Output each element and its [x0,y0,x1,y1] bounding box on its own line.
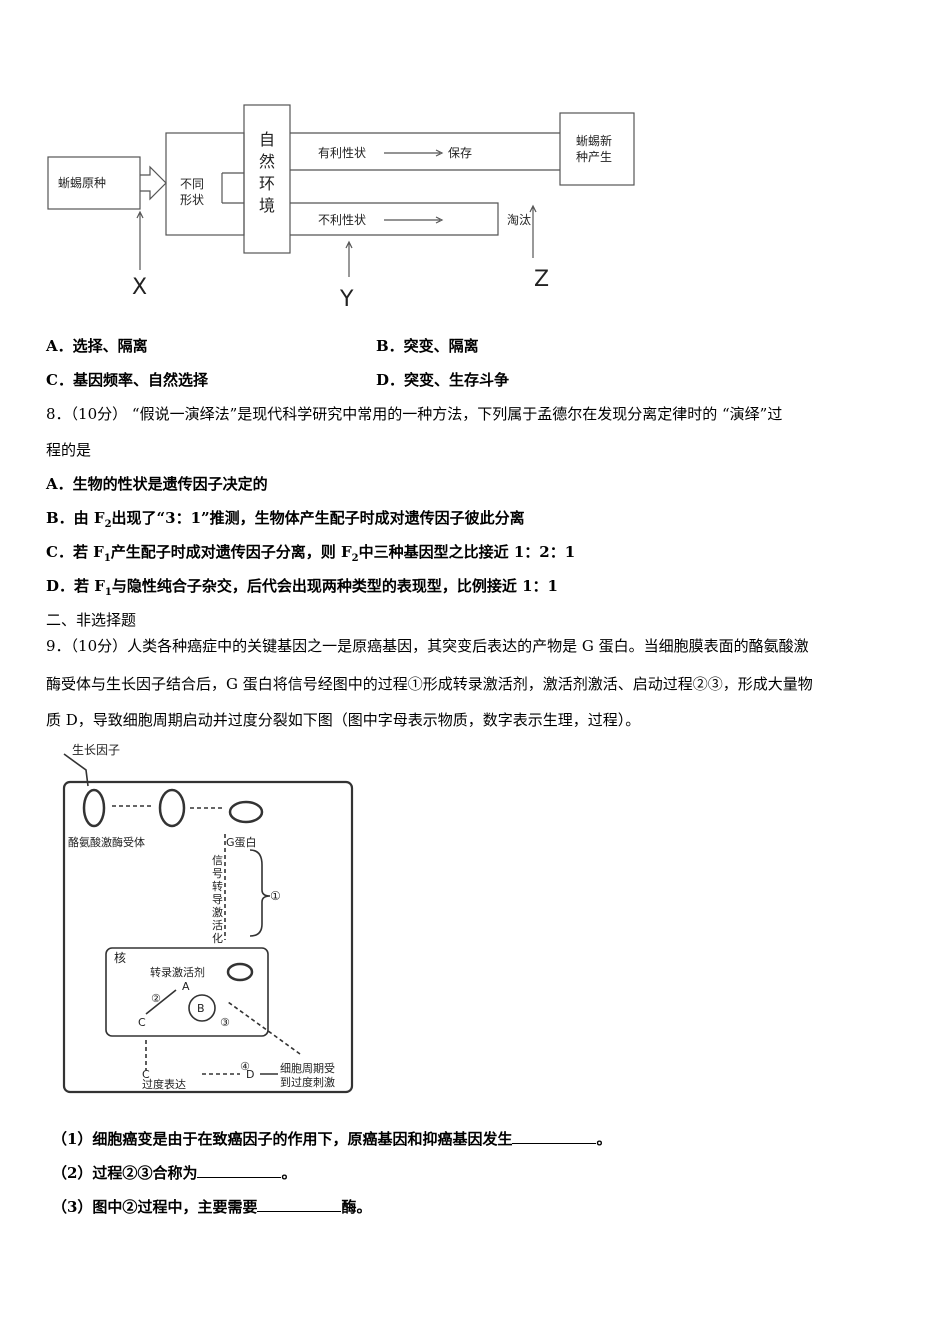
q9-stem-line3: 质 D，导致细胞周期启动并过度分裂如下图（图中字母表示物质，数字表示生理，过程）… [46,711,641,729]
signal-char-2: 号 [212,867,223,880]
nucleus-boundary [105,947,269,1037]
eliminate-label: 淘汰 [507,213,531,227]
q8-stem-line2: 程的是 [46,441,92,459]
variation-label-1: 不同 [180,177,204,191]
new-species-label-1: 蜥蜴新 [576,133,612,148]
q7-option-d: D．突变、生存斗争 [376,371,510,389]
marker-y: Y [339,287,354,312]
label-c-outer: C [142,1068,150,1081]
q8-c-sub1: 1 [103,553,111,564]
q9-sub3: （3）图中②过程中，主要需要 酶。 [52,1196,371,1217]
answer-blank-1[interactable] [512,1128,597,1144]
answer-blank-3[interactable] [257,1196,342,1212]
q8-d-sub: 1 [104,587,112,598]
q9-stem-line1: 9．（10分）人类各种癌症中的关键基因之一是原癌基因，其突变后表达的产物是 G … [46,637,809,655]
q7-option-b: B．突变、隔离 [376,337,479,355]
q8-c-text3: 中三种基因型之比接近 1：2：1 [358,543,576,561]
q8-option-d: D．若 F1与隐性纯合子杂交，后代会出现两种类型的表现型，比例接近 1：1 [46,576,558,603]
q8-option-c: C．若 F1产生配子时成对遗传因子分离，则 F2中三种基因型之比接近 1：2：1 [46,542,575,569]
process-3-label: ③ [220,1016,230,1029]
marker-z: Z [534,267,549,292]
label-a: A [182,980,190,993]
receptor-active-shape [158,788,186,828]
env-char-1: 自 [259,130,275,149]
activator-shape [226,962,254,982]
q9-sub2-text: （2）过程②③合称为 [52,1164,198,1182]
q7-option-a: A．选择、隔离 [46,337,148,355]
hollow-arrow [140,165,167,201]
variation-label-2: 形状 [180,193,204,207]
variation-box [165,132,245,236]
q8-option-b: B．由 F2出现了“3：1”推测，生物体产生配子时成对遗传因子彼此分离 [46,508,525,535]
q9-sub1-end: 。 [596,1130,612,1148]
activator-label: 转录激活剂 [150,965,205,979]
signal-char-7: 化 [212,931,223,945]
keep-label: 保存 [448,146,472,160]
q8-b-text2: 出现了“3：1”推测，生物体产生配子时成对遗传因子彼此分离 [111,509,525,527]
receptor-shape [82,788,106,828]
nucleus-label: 核 [114,951,126,965]
q9-sub3-text: （3）图中②过程中，主要需要 [52,1198,258,1216]
source-label: 蜥蜴原种 [58,175,106,190]
env-char-2: 然 [259,152,275,171]
receptor-label: 酪氨酸激酶受体 [68,835,145,849]
q8-b-text: B．由 F [46,509,105,527]
signal-char-3: 转 [212,879,223,893]
source-box [47,156,141,210]
q9-sub1: （1）细胞癌变是由于在致癌因子的作用下，原癌基因和抑癌基因发生 。 [52,1128,611,1149]
environment-box [243,104,291,254]
result-label-2: 到过度刺激 [280,1075,335,1089]
q8-d-text: D．若 F [46,577,105,595]
q9-sub3-end: 酶。 [341,1198,372,1216]
g-protein-label: G蛋白 [226,835,257,849]
evolution-flow-diagram: 蜥蜴原种 不同 形状 自 然 环 境 有利性状 保存 不利性状 淘汰 蜥蜴新 种… [47,104,635,312]
process-2-label: ② [151,992,161,1005]
new-species-box [559,112,635,186]
cell-signal-diagram: 生长因子 酪氨酸激酶受体 G蛋白 信 号 转 导 激 活 化 ① 核 转录激活剂… [62,743,354,1094]
q9-sub1-text: （1）细胞癌变是由于在致癌因子的作用下，原癌基因和抑癌基因发生 [52,1130,513,1148]
section-heading: 二、非选择题 [46,611,137,629]
unfavorable-label: 不利性状 [318,213,366,227]
q7-option-c: C．基因频率、自然选择 [46,371,208,389]
q8-b-sub: 2 [104,519,112,530]
new-species-label-2: 种产生 [576,150,612,164]
q8-option-a: A．生物的性状是遗传因子决定的 [46,475,268,493]
cell-membrane [62,780,354,1094]
signal-char-4: 导 [212,893,223,906]
signal-char-1: 信 [212,854,223,867]
signal-char-5: 激 [212,905,223,919]
q9-stem-line2: 酶受体与生长因子结合后，G 蛋白将信号经图中的过程①形成转录激活剂，激活剂激活、… [46,675,813,693]
q8-stem-line1: 8．（10分） “假说一演绎法”是现代科学研究中常用的一种方法，下列属于孟德尔在… [46,405,783,423]
growth-factor-label: 生长因子 [72,743,120,757]
env-char-3: 环 [259,174,275,193]
q9-sub2: （2）过程②③合称为 。 [52,1162,296,1183]
label-c-inner: C [138,1016,146,1029]
marker-x: X [132,275,147,300]
g-protein-shape [228,800,264,824]
q8-d-text2: 与隐性纯合子杂交，后代会出现两种类型的表现型，比例接近 1：1 [111,577,558,595]
answer-blank-2[interactable] [197,1162,282,1178]
signal-char-6: 活 [212,919,223,932]
over-expression-label: 过度表达 [142,1077,186,1091]
process-1-label: ① [270,889,281,903]
q8-c-text: C．若 F [46,543,104,561]
label-b: B [197,1002,205,1015]
label-d: D [246,1068,254,1081]
process-4-label: ④ [240,1060,250,1073]
favorable-label: 有利性状 [318,146,366,160]
result-label-1: 细胞周期受 [280,1062,335,1075]
q9-sub2-end: 。 [281,1164,297,1182]
env-char-4: 境 [259,196,275,215]
q8-c-sub2: 2 [351,553,359,564]
q8-c-text2: 产生配子时成对遗传因子分离，则 F [110,543,352,561]
